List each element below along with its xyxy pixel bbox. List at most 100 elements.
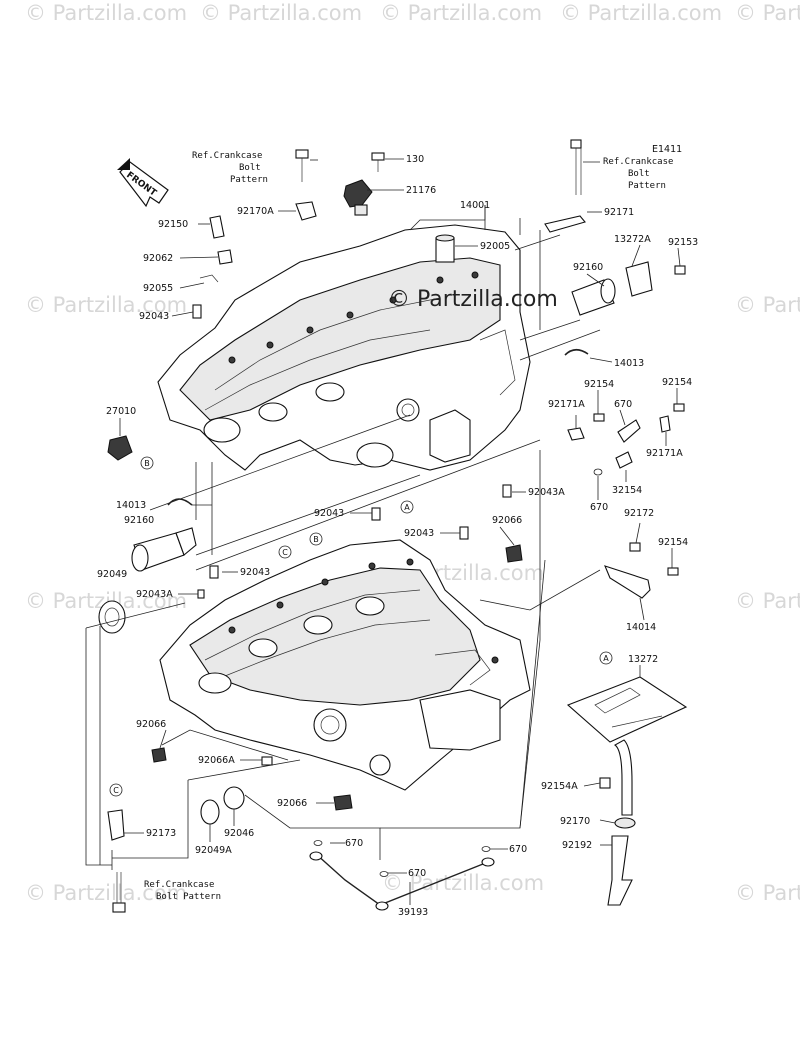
label-92171a-right: 92171A <box>646 448 683 459</box>
label-92153: 92153 <box>668 237 698 248</box>
small-parts <box>98 139 688 913</box>
ref-notes: Ref.Crankcase Bolt Pattern Ref.Crankcase… <box>144 151 673 902</box>
watermark-bottom-right: © Partzilla.com <box>735 881 800 905</box>
marker-b-mid-text: B <box>313 535 319 544</box>
label-92043a-right: 92043A <box>528 487 565 498</box>
watermark-top-1: © Partzilla.com <box>25 1 187 25</box>
shaft-92160-right-end <box>600 278 616 304</box>
brand-watermark: © Partzilla.com <box>388 287 558 312</box>
ref-bolt-top-left <box>295 149 309 159</box>
label-92043-mid-1: 92043 <box>314 508 344 519</box>
watermark-bottom-left: © Partzilla.com <box>25 881 187 905</box>
plug-92066-bottom <box>333 794 353 811</box>
label-92173: 92173 <box>146 828 176 839</box>
part-labels: 130 21176 14001 92171 92150 92170A 92005… <box>97 154 698 918</box>
label-92066-right: 92066 <box>492 515 522 526</box>
label-92049: 92049 <box>97 569 127 580</box>
leader-lines <box>85 158 681 905</box>
label-670-upper: 670 <box>614 399 632 410</box>
lower-bearing-journal-2 <box>248 638 278 658</box>
watermark-bottom-center: © Partzilla.com <box>382 871 544 895</box>
label-92043-left: 92043 <box>240 567 270 578</box>
marker-c-mid <box>278 545 292 559</box>
marker-c-lower-text: C <box>113 786 119 795</box>
lower-small-bore <box>369 754 391 776</box>
marker-b-upper-text: B <box>144 459 150 468</box>
label-92192: 92192 <box>562 840 592 851</box>
plate-13272 <box>566 676 688 743</box>
label-670-mid: 670 <box>590 502 608 513</box>
label-92049a: 92049A <box>195 845 232 856</box>
watermark-mid-right: © Partzilla.com <box>735 293 800 317</box>
dowel-92043a-left <box>197 589 205 599</box>
label-13272: 13272 <box>628 654 658 665</box>
upper-bearing-journal-4 <box>356 442 394 468</box>
oil-pipe <box>613 739 633 816</box>
upper-bearing-journal-3 <box>315 382 345 402</box>
ref-top-left-line2: Bolt <box>239 163 261 173</box>
ref-bolt-top-right <box>570 139 582 149</box>
upper-shaft-bore <box>396 398 420 422</box>
label-21176: 21176 <box>406 185 436 196</box>
label-92154-b: 92154 <box>662 377 692 388</box>
diagram-code: E1411 <box>652 144 682 155</box>
lower-crankcase-top-surface <box>189 567 481 706</box>
bracket-92173 <box>107 809 125 841</box>
plug-92066-right <box>505 544 523 563</box>
lower-bearing-journal-3 <box>303 615 333 635</box>
label-32154: 32154 <box>612 485 642 496</box>
marker-c-lower <box>109 783 123 797</box>
dowel-92043-mid-2 <box>459 526 469 540</box>
bolt-92154-a <box>593 413 605 422</box>
ref-top-right-line1: Ref.Crankcase <box>603 157 673 167</box>
front-arrow: FRONT <box>117 158 169 208</box>
lower-oil-pump-bore <box>313 708 347 742</box>
label-27010: 27010 <box>106 406 136 417</box>
bracket-14014 <box>604 565 651 599</box>
ref-top-left-line1: Ref.Crankcase <box>192 151 262 161</box>
label-14001: 14001 <box>460 200 490 211</box>
marker-b-mid <box>309 532 323 546</box>
marker-b-upper <box>140 456 154 470</box>
fitting-92062 <box>217 249 233 265</box>
oring-670-right <box>481 846 491 852</box>
label-13272a: 13272A <box>614 234 651 245</box>
label-92171: 92171 <box>604 207 634 218</box>
label-92043-mid-2: 92043 <box>404 528 434 539</box>
plug-92066-left <box>151 747 167 763</box>
label-670-left: 670 <box>345 838 363 849</box>
bracket-92171 <box>544 215 586 233</box>
label-92171a-left: 92171A <box>548 399 585 410</box>
label-92066-bottom: 92066 <box>277 798 307 809</box>
watermark-top-2: © Partzilla.com <box>200 1 362 25</box>
label-92066-left: 92066 <box>136 719 166 730</box>
oring-670-left <box>313 840 323 846</box>
label-92160-top: 92160 <box>573 262 603 273</box>
ref-bottom-line1: Ref.Crankcase <box>144 880 214 890</box>
marker-a-lower <box>599 651 613 665</box>
marker-a-upper <box>400 500 414 514</box>
label-670-bottom: 670 <box>408 868 426 879</box>
bearing-92046 <box>223 786 245 810</box>
seal-92049a <box>200 799 220 825</box>
link-32154 <box>617 419 641 443</box>
bolt-92154a <box>599 777 611 789</box>
lower-bearing-journal-1 <box>198 672 232 694</box>
label-92005: 92005 <box>480 241 510 252</box>
watermark-top-5: © Partzilla.com <box>735 1 800 25</box>
marker-a-lower-text: A <box>603 654 609 663</box>
label-92154-a: 92154 <box>584 379 614 390</box>
label-92150: 92150 <box>158 219 188 230</box>
front-arrow-head-icon <box>117 158 130 170</box>
bolt-92150 <box>209 215 225 239</box>
ref-bolt-bottom <box>112 902 126 913</box>
upper-crankcase <box>157 224 531 471</box>
label-92160-left: 92160 <box>124 515 154 526</box>
oil-jet-39193 <box>315 853 489 906</box>
label-14013-left: 14013 <box>116 500 146 511</box>
oring-92055 <box>199 274 219 283</box>
label-92172: 92172 <box>624 508 654 519</box>
clamp-92171a-left <box>567 427 585 441</box>
label-92066a: 92066A <box>198 755 235 766</box>
